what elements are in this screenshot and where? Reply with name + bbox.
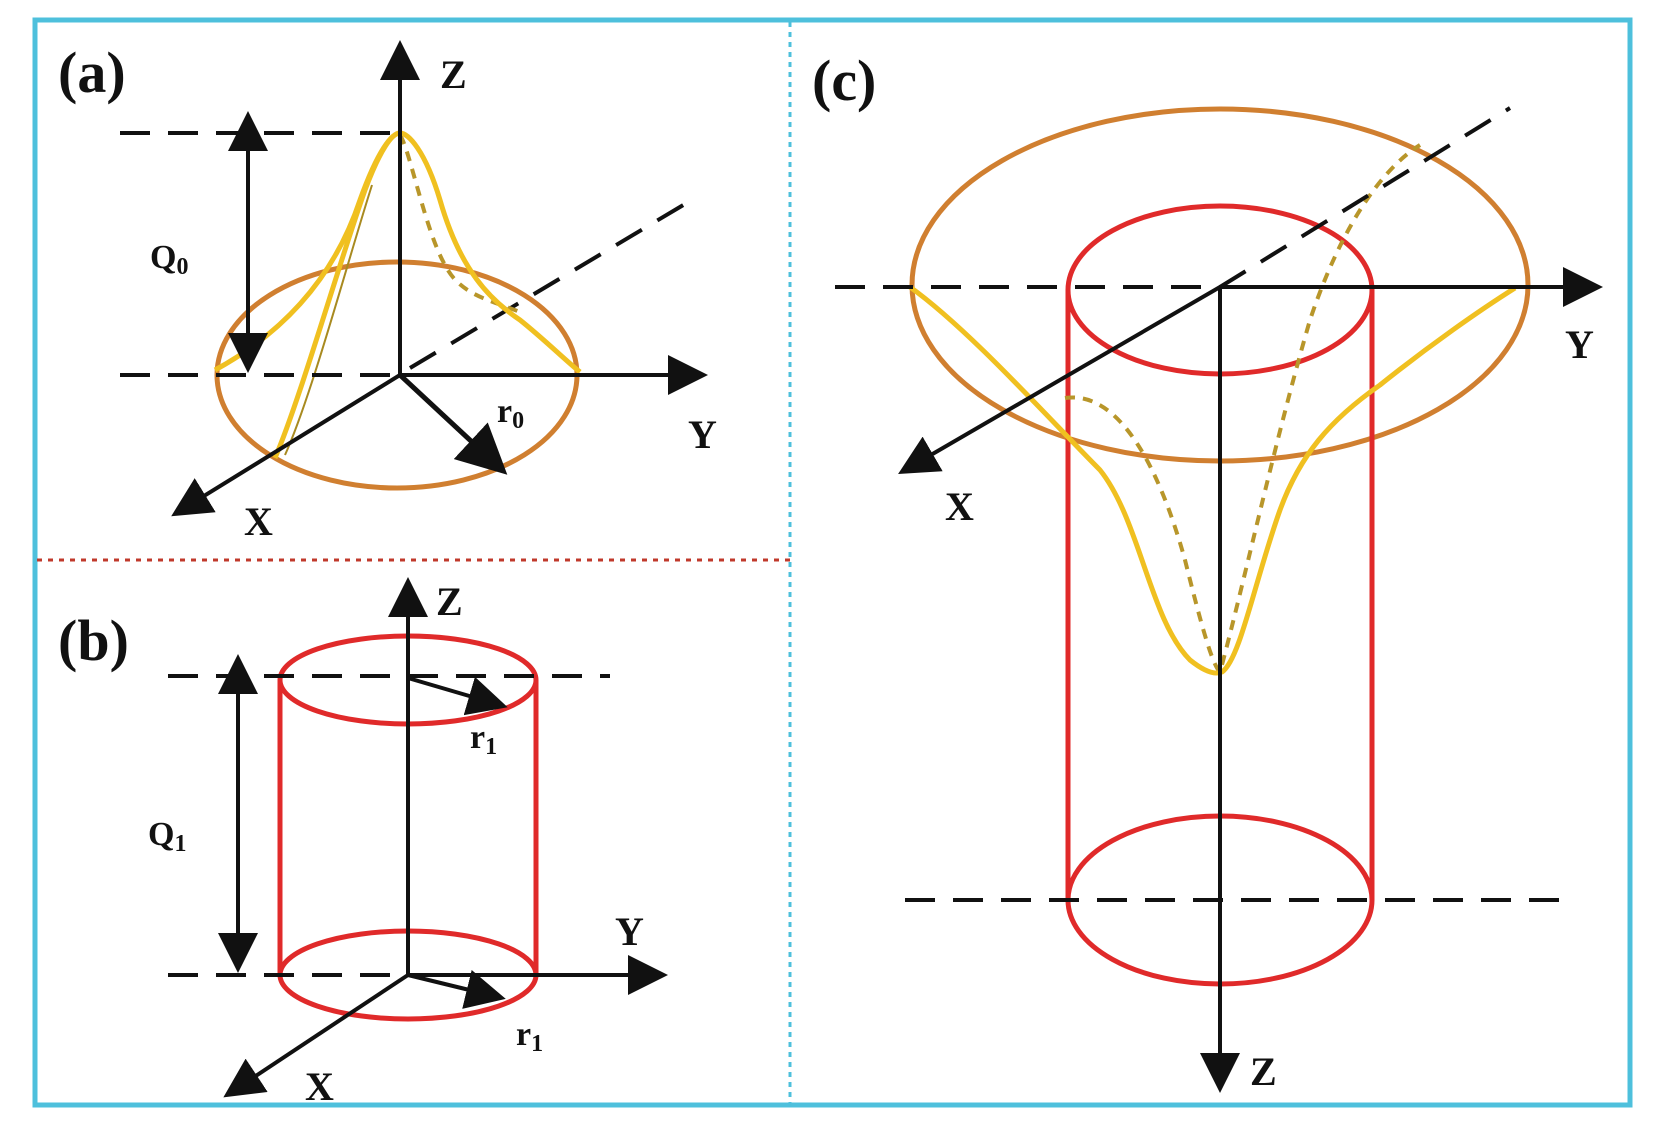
panel-a-r0-label: r0 (497, 393, 524, 434)
panel-b-z-label: Z (436, 579, 463, 624)
panel-c-gaussian-dashed (1064, 143, 1422, 676)
panel-a-r0-arrow (398, 373, 508, 475)
panel-c-axis-diagonal-dashed (1218, 106, 1512, 289)
panel-a-z-label: Z (440, 52, 467, 97)
panel-c-gaussian-curve (908, 284, 1517, 676)
panel-a-x-axis (171, 373, 402, 517)
panel-a-gaussian-shadow (284, 184, 373, 456)
panel-b-r1-top-label: r1 (470, 719, 497, 760)
panel-b-letter: (b) (58, 608, 129, 673)
panel-a: (a) Z Y X Q0 r0 (58, 40, 717, 544)
panel-b-r1-bottom-label: r1 (516, 1016, 543, 1057)
panel-a-axis-diagonal-dashed (408, 196, 697, 370)
panel-b-y-label: Y (615, 909, 644, 954)
panel-b-q1-label: Q1 (148, 816, 186, 857)
figure-frame (32, 17, 1633, 1108)
panel-a-letter: (a) (58, 40, 126, 105)
panel-c-letter: (c) (812, 48, 876, 113)
panel-b-r1-bottom-arrow (407, 969, 506, 1009)
panel-a-gaussian-curve-x (272, 130, 401, 459)
panel-b-x-label: X (305, 1064, 334, 1109)
panel-c-z-label: Z (1250, 1049, 1277, 1094)
panel-b-x-axis (223, 973, 410, 1098)
panel-a-y-label: Y (688, 412, 717, 457)
panel-c-y-label: Y (1565, 322, 1594, 367)
panel-a-x-label: X (244, 499, 273, 544)
panel-a-gaussian-dashed (398, 133, 521, 314)
panel-c-x-label: X (945, 484, 974, 529)
panel-a-q0-label: Q0 (150, 239, 188, 280)
panel-b-r1-top-arrow (407, 676, 508, 716)
panel-c: (c) Y X Z (812, 48, 1603, 1094)
panel-a-gaussian-curve-y (213, 130, 582, 374)
panel-c-x-axis (898, 285, 1222, 475)
panel-b: (b) Z Y X Q1 r1 r1 (58, 577, 668, 1109)
